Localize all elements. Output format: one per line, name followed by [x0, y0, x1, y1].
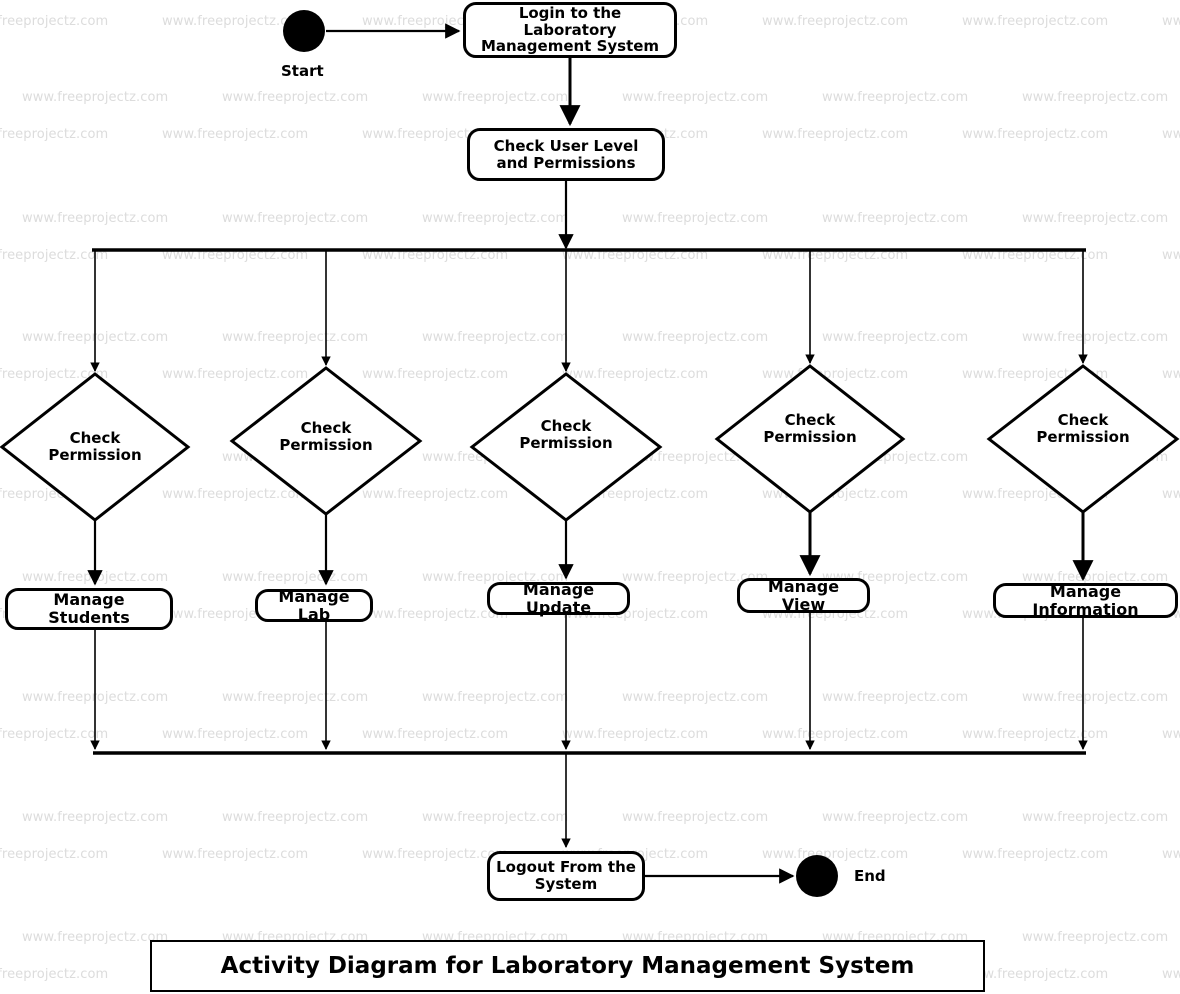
activity-logout[interactable]: Logout From the System: [487, 851, 645, 901]
end-node[interactable]: [796, 855, 838, 897]
activity-manage-update[interactable]: Manage Update: [487, 579, 630, 617]
decision-node-5[interactable]: Check Permission: [989, 366, 1177, 512]
decision-4-line1: Check: [784, 411, 836, 429]
decision-2-line1: Check: [300, 419, 352, 437]
decision-4-label: Check Permission: [717, 411, 903, 447]
start-node[interactable]: [283, 10, 325, 52]
end-label: End: [854, 867, 886, 885]
decision-node-4[interactable]: Check Permission: [717, 366, 903, 512]
activity-manage-students[interactable]: Manage Students: [5, 588, 173, 630]
decision-5-line2: Permission: [1036, 428, 1130, 447]
decision-node-2[interactable]: Check Permission: [232, 368, 420, 514]
decision-1-label: Check Permission: [2, 429, 188, 465]
diagram-title-box: Activity Diagram for Laboratory Manageme…: [150, 940, 985, 992]
activity-login-label: Login to the Laboratory Management Syste…: [480, 3, 660, 56]
activity-manage-lab[interactable]: Manage Lab: [255, 586, 373, 624]
decision-1-line1: Check: [69, 429, 121, 447]
activity-manage-students-label: Manage Students: [48, 590, 130, 627]
activity-login[interactable]: Login to the Laboratory Management Syste…: [463, 2, 677, 58]
activity-manage-information[interactable]: Manage Information: [993, 581, 1178, 619]
decision-1-line2: Permission: [48, 446, 142, 465]
activity-manage-information-label: Manage Information: [1032, 581, 1139, 619]
activity-logout-label: Logout From the System: [496, 858, 636, 893]
activity-check-user-level-label: Check User Level and Permissions: [493, 136, 639, 172]
diagram-title: Activity Diagram for Laboratory Manageme…: [220, 953, 915, 979]
decision-2-label: Check Permission: [232, 419, 420, 455]
decision-node-3[interactable]: Check Permission: [472, 374, 660, 520]
activity-manage-update-label: Manage Update: [522, 579, 595, 617]
activity-manage-lab-label: Manage Lab: [278, 586, 350, 624]
decision-3-line2: Permission: [519, 434, 613, 453]
start-label: Start: [281, 62, 324, 80]
decision-4-line2: Permission: [763, 428, 857, 447]
activity-check-user-level[interactable]: Check User Level and Permissions: [467, 128, 665, 181]
activity-manage-view[interactable]: Manage View: [737, 576, 870, 614]
decision-node-1[interactable]: Check Permission: [2, 374, 188, 520]
decision-5-label: Check Permission: [989, 411, 1177, 447]
activity-manage-view-label: Manage View: [767, 576, 840, 614]
decision-3-label: Check Permission: [472, 417, 660, 453]
decision-3-line1: Check: [540, 417, 592, 435]
decision-2-line2: Permission: [279, 436, 373, 455]
decision-5-line1: Check: [1057, 411, 1109, 429]
